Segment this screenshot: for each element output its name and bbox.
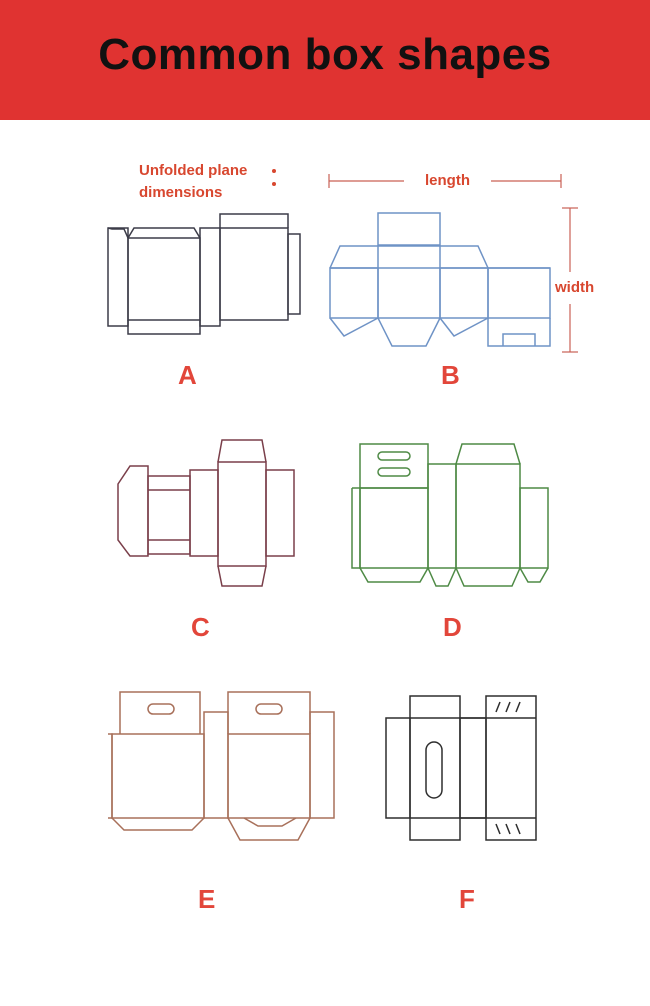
note-dot-1 (272, 169, 276, 173)
page-title: Common box shapes (98, 30, 552, 79)
box-f-side-1 (459, 717, 487, 819)
box-d-hang-hole-2 (377, 467, 411, 477)
box-e-handle-top-1 (119, 691, 201, 734)
box-a-tuck-tl (107, 227, 129, 239)
box-e-bottom-lock (243, 817, 297, 827)
box-b-bottom-2 (377, 317, 441, 347)
width-label: width (555, 279, 595, 296)
box-c-bottom-lid (217, 565, 267, 587)
note-line-2: dimensions (139, 184, 223, 201)
box-b-label: B (441, 360, 460, 390)
title-banner: Common box shapes (0, 0, 650, 120)
box-c-top-lid (217, 439, 267, 463)
box-b-dust-left (329, 245, 378, 269)
note-line-1: Unfolded plane (139, 162, 248, 179)
box-d-bottom-4 (519, 567, 549, 583)
box-f-label: F (459, 884, 475, 914)
box-c-side-2 (265, 469, 295, 557)
unfolded-dimensions-note: Unfolded plane dimensions (139, 160, 247, 204)
note-dot-2 (272, 182, 276, 186)
box-f-window (425, 741, 443, 799)
box-a-glue-flap (287, 233, 301, 315)
box-f-panel-back (485, 695, 537, 841)
box-b-bottom-4 (487, 318, 551, 347)
box-e-label: E (198, 884, 216, 914)
box-a-top-dust (127, 227, 201, 239)
box-d-label: D (443, 612, 462, 642)
box-e-bottom-2 (227, 817, 311, 841)
box-a-bottom-flap (127, 320, 201, 335)
box-b-bottom-1 (329, 317, 379, 337)
box-e-handle-hole-1 (147, 703, 175, 715)
length-label: length (425, 172, 470, 189)
box-a-label: A (178, 360, 197, 390)
box-d-bottom-1 (359, 567, 429, 583)
box-f-glue-flap (385, 717, 411, 819)
box-e-side-2 (309, 711, 335, 819)
box-f-hash-3 (515, 701, 521, 713)
box-d-side-2 (519, 487, 549, 569)
box-c-label: C (191, 612, 210, 642)
box-b-top-lid (377, 212, 441, 246)
box-b-dust-right (440, 245, 489, 269)
box-f-hash-5 (505, 823, 511, 835)
box-a-top-lid (219, 213, 289, 228)
box-f-hash-2 (505, 701, 511, 713)
box-c-end-flap-left (117, 465, 149, 557)
box-f-hash-1 (495, 701, 501, 713)
box-d-bottom-3 (455, 567, 521, 587)
box-d-top-lid (455, 443, 521, 465)
box-d-hang-hole-1 (377, 451, 411, 461)
box-e-bottom-1 (111, 817, 205, 831)
box-f-hash-6 (515, 823, 521, 835)
box-b-bottom-3 (439, 317, 489, 337)
box-b-lock-tab (502, 333, 536, 346)
box-d-bottom-2 (427, 567, 457, 587)
box-f-hash-4 (495, 823, 501, 835)
box-e-handle-hole-2 (255, 703, 283, 715)
